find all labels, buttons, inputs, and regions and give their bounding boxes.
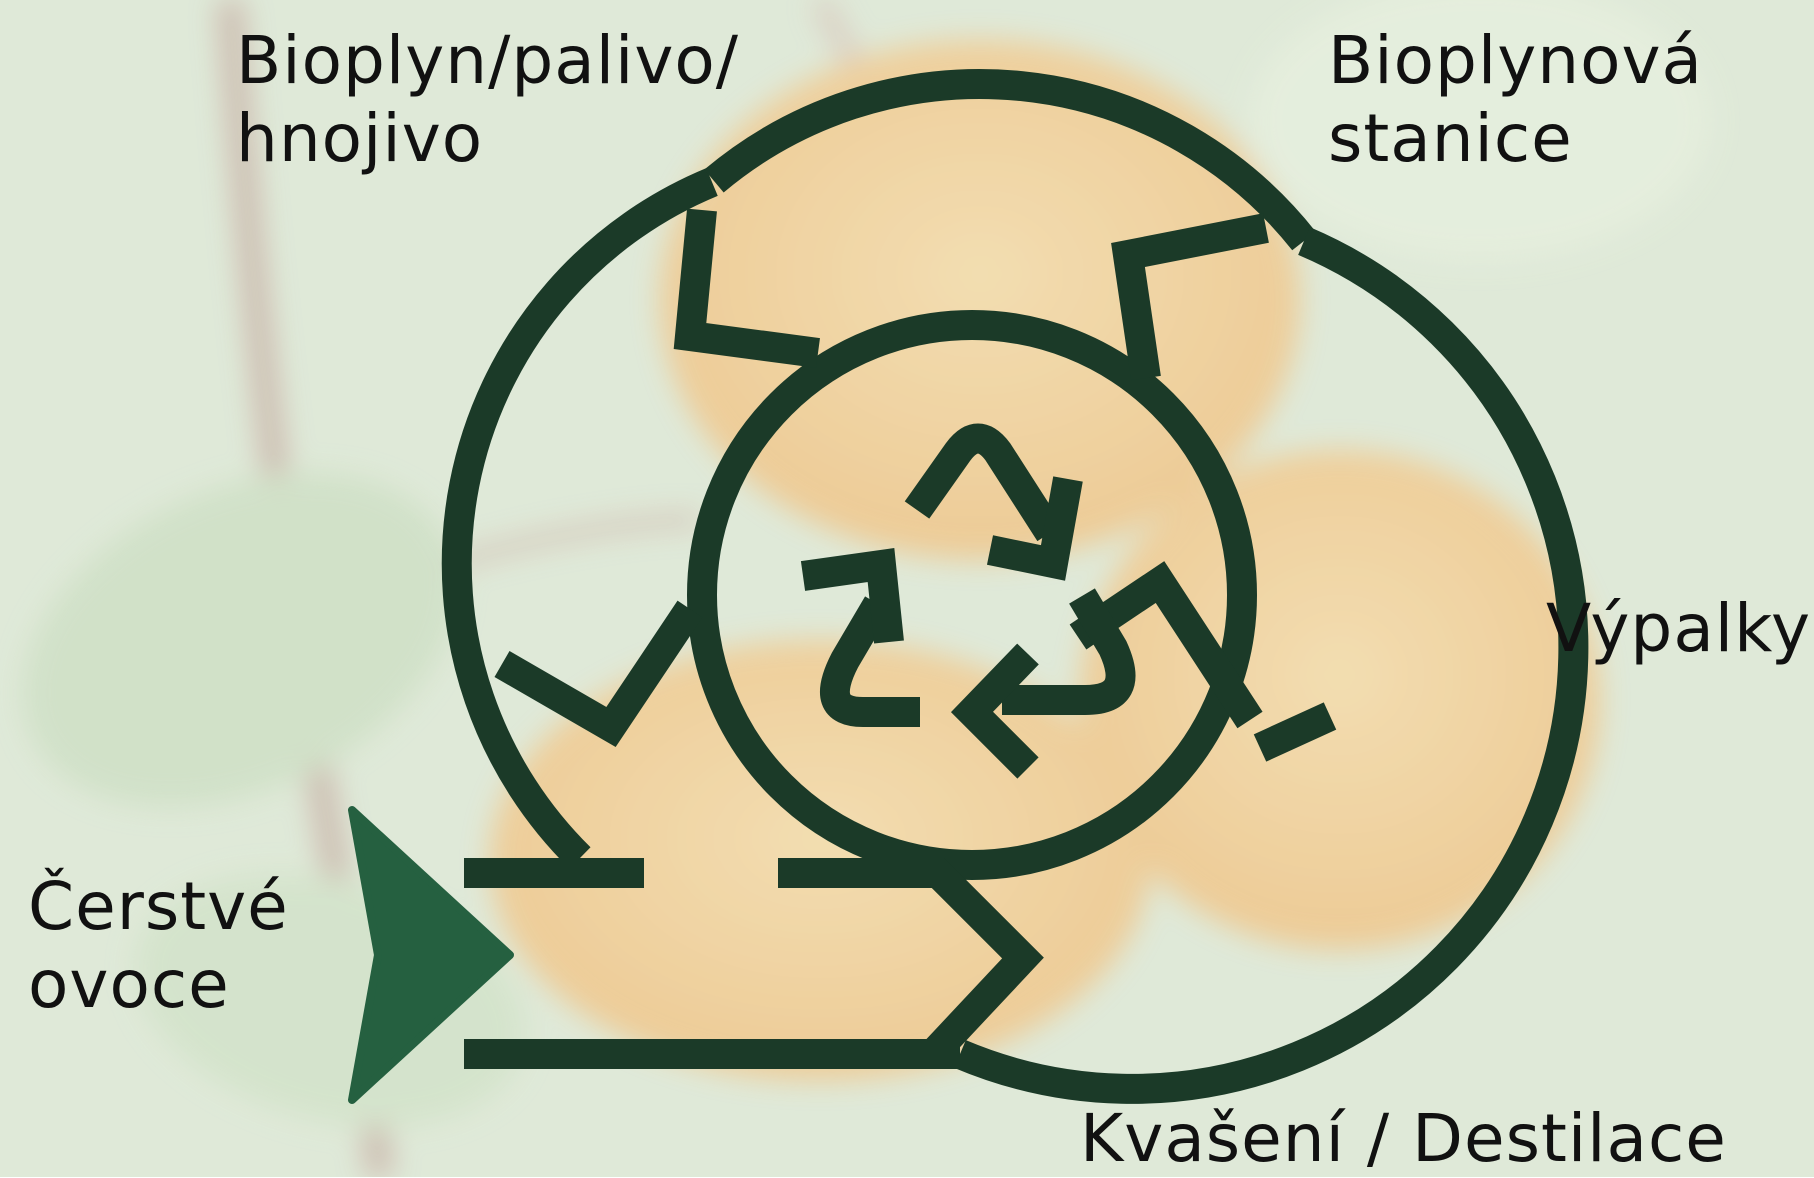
recycle-arrow-right <box>1002 588 1136 715</box>
recycle-arrow-top-head <box>986 476 1083 581</box>
recycle-icon <box>800 423 1136 779</box>
inner-ring <box>687 310 1257 880</box>
label-biogas-station: Bioplynová stanice <box>1328 22 1703 178</box>
recycle-arrow-top <box>904 423 1063 542</box>
label-fresh-fruit: Čerstvé ovoce <box>28 868 289 1024</box>
label-biogas-output-line2: hnojivo <box>236 100 484 177</box>
notch-left <box>494 600 703 748</box>
label-fermentation-distillation: Kvašení / Destilace <box>1080 1100 1727 1177</box>
label-biogas-output: Bioplyn/palivo/ hnojivo <box>236 22 739 178</box>
notch-top-left <box>673 208 820 368</box>
notch-right <box>1253 702 1337 762</box>
label-biogas-station-line2: stanice <box>1328 100 1573 177</box>
label-biogas-station-line1: Bioplynová <box>1328 22 1703 99</box>
recycle-arrow-left-head <box>800 547 904 644</box>
channel-upper-right <box>778 858 1044 1065</box>
outer-ring-arc-bottom <box>954 227 1589 1104</box>
recycle-arrow-right-head <box>950 643 1039 779</box>
entry-arrow-icon <box>348 806 514 1104</box>
notch-top-right <box>1111 213 1269 381</box>
label-stillage: Výpalky <box>1546 590 1812 667</box>
recycle-arrow-left <box>819 596 920 727</box>
label-fresh-fruit-line1: Čerstvé <box>28 868 289 945</box>
label-biogas-output-line1: Bioplyn/palivo/ <box>236 22 740 99</box>
label-fresh-fruit-line2: ovoce <box>28 946 230 1023</box>
outer-ring-arc-right <box>704 69 1316 251</box>
outer-ring-arc-left <box>441 168 718 869</box>
